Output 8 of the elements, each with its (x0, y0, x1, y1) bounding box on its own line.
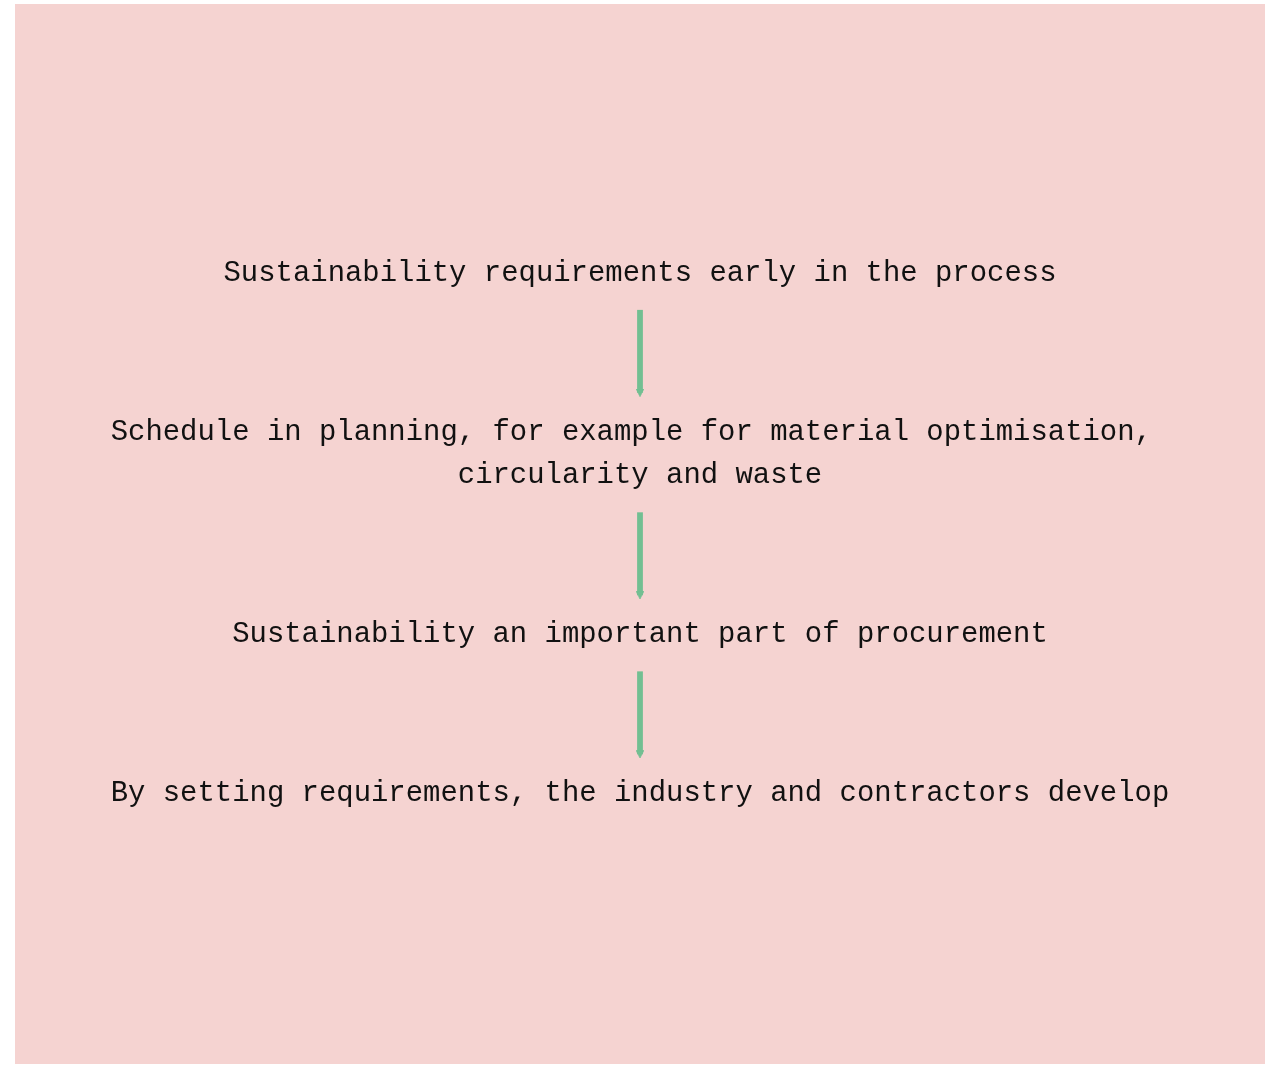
arrow (635, 671, 645, 759)
arrow (635, 512, 645, 600)
node-text: Schedule in planning, for example for material optimisation, circularity and waste (110, 415, 1152, 493)
panel-background: Sustainability requirements early in the process Schedule in planning, for example for material optimisation, circularity and waste Sustainability an important part of procurement By setting requirements, the industry and contractors develop (15, 4, 1265, 1064)
node-text: Sustainability an important part of procurement (232, 618, 1048, 652)
node-text: Sustainability requirements early in the process (223, 256, 1057, 290)
arrow (635, 309, 645, 397)
node-text: By setting requirements, the industry and contractors develop (110, 777, 1170, 811)
